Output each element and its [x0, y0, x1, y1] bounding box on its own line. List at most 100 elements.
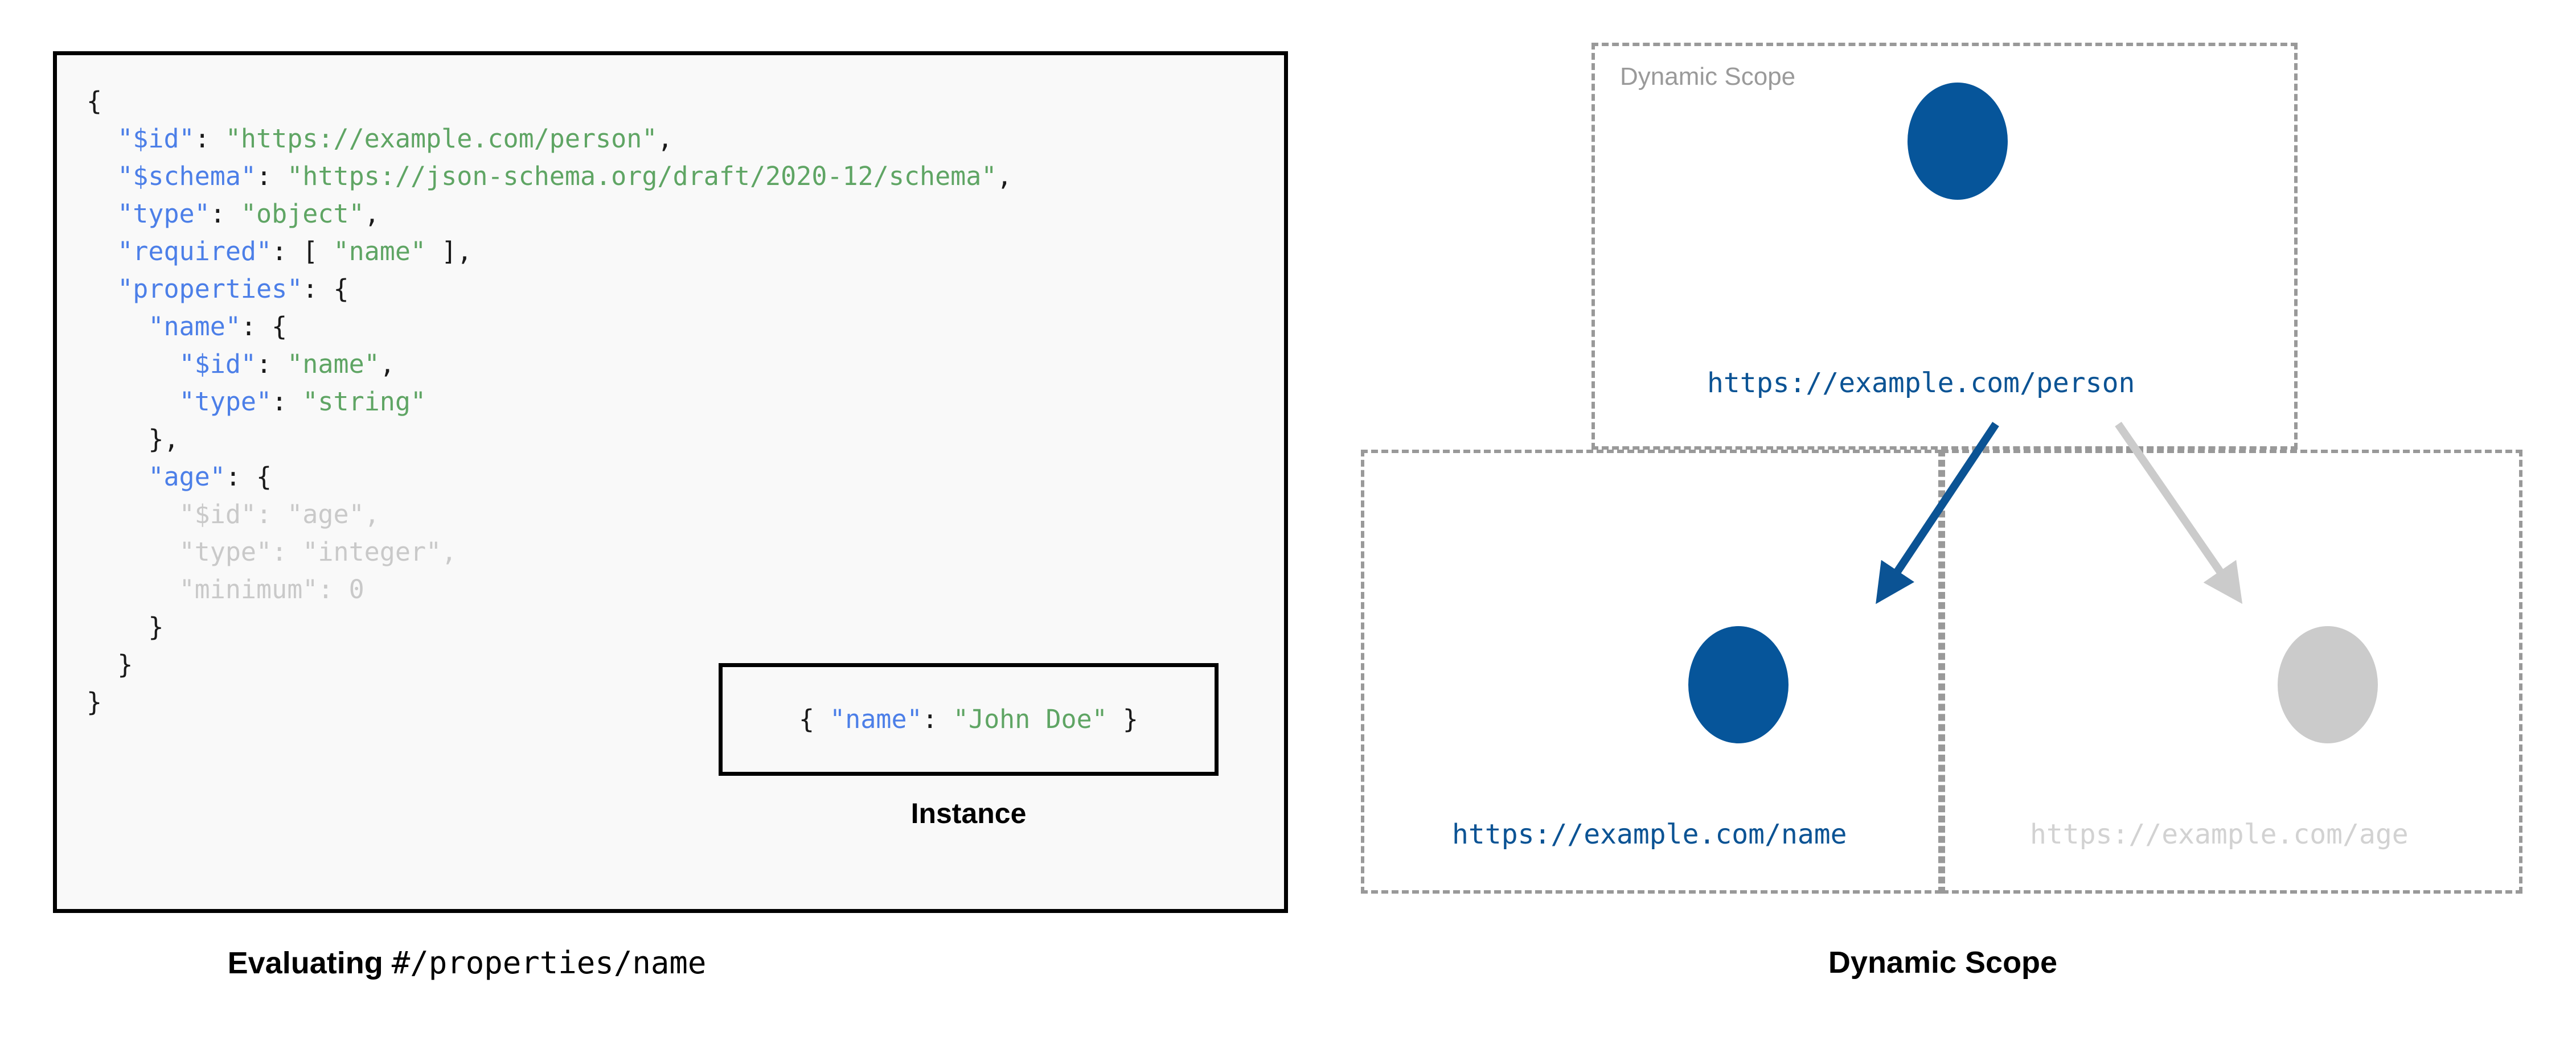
code-indent: [87, 424, 148, 454]
code-token: : [: [272, 236, 334, 266]
code-token: "required": [117, 236, 272, 266]
code-token: "name": [333, 236, 426, 266]
code-token: :: [272, 537, 303, 567]
code-line: "required": [ "name" ],: [87, 236, 472, 266]
instance-code-text: { "name": "John Doe" }: [799, 704, 1138, 735]
code-token: "name": [148, 311, 241, 342]
code-token: : {: [225, 462, 272, 492]
code-line: "name": {: [87, 311, 287, 342]
scope-root-label: Dynamic Scope: [1620, 63, 1796, 91]
code-token: }: [87, 687, 102, 717]
code-token: 0: [348, 574, 364, 604]
code-line: }: [87, 687, 102, 717]
instance-box: { "name": "John Doe" }: [719, 663, 1219, 776]
code-line: "type": "string": [87, 386, 426, 417]
instance-colon: :: [922, 704, 953, 734]
code-indent: [87, 499, 179, 529]
code-token: :: [318, 574, 349, 604]
code-token: ,: [441, 537, 457, 567]
code-token: },: [148, 424, 179, 454]
code-line: "type": "object",: [87, 199, 380, 229]
left-caption-bold-text: Evaluating: [227, 946, 392, 980]
instance-close-brace: }: [1107, 704, 1139, 734]
code-indent: [87, 161, 117, 191]
schema-code-text: { "$id": "https://example.com/person", "…: [87, 83, 1012, 721]
code-line: "$id": "name",: [87, 349, 395, 379]
code-token: "string": [302, 386, 426, 417]
node-label-name: https://example.com/name: [1452, 818, 1847, 850]
code-token: "https://example.com/person": [225, 124, 658, 154]
code-line: },: [87, 424, 179, 454]
code-token: {: [87, 86, 102, 116]
node-circle-person: [1908, 83, 2008, 200]
code-indent: [87, 574, 179, 604]
code-line: "$id": "https://example.com/person",: [87, 124, 673, 154]
code-token: "https://json-schema.org/draft/2020-12/s…: [287, 161, 997, 191]
code-token: :: [256, 161, 288, 191]
code-token: }: [148, 612, 164, 642]
code-token: "age": [148, 462, 225, 492]
instance-caption: Instance: [910, 797, 1027, 829]
node-circle-name: [1688, 626, 1789, 743]
scope-box-name: [1361, 450, 1942, 894]
code-token: "integer": [302, 537, 442, 567]
code-line: }: [87, 612, 163, 642]
code-token: "age": [287, 499, 364, 529]
code-token: "type": [117, 199, 210, 229]
code-token: : {: [240, 311, 288, 342]
code-token: "name": [287, 349, 380, 379]
code-line: "$id": "age",: [87, 499, 380, 529]
code-line: "type": "integer",: [87, 537, 457, 567]
schema-code-block: { "$id": "https://example.com/person", "…: [53, 51, 1288, 913]
code-token: :: [256, 349, 288, 379]
code-token: ,: [379, 349, 395, 379]
code-token: ],: [426, 236, 473, 266]
code-token: "$id": [179, 499, 257, 529]
code-token: ,: [364, 499, 380, 529]
code-token: }: [117, 649, 133, 680]
code-token: ,: [996, 161, 1012, 191]
code-token: "$id": [179, 349, 257, 379]
code-token: ,: [364, 199, 380, 229]
code-indent: [87, 612, 148, 642]
code-token: : {: [302, 274, 349, 304]
schema-panel: { "$id": "https://example.com/person", "…: [0, 51, 1288, 981]
code-line: {: [87, 86, 102, 116]
code-token: :: [210, 199, 241, 229]
code-token: :: [256, 499, 288, 529]
code-token: "$id": [117, 124, 195, 154]
instance-key: "name": [830, 704, 922, 734]
code-token: "$schema": [117, 161, 257, 191]
node-circle-age: [2278, 626, 2378, 743]
code-token: ,: [657, 124, 673, 154]
code-indent: [87, 386, 179, 417]
code-indent: [87, 124, 117, 154]
code-token: "object": [240, 199, 364, 229]
code-token: "properties": [117, 274, 303, 304]
node-label-person: https://example.com/person: [1707, 367, 2135, 399]
left-caption-mono-text: #/properties/name: [391, 945, 707, 981]
code-token: :: [272, 386, 303, 417]
code-indent: [87, 349, 179, 379]
code-line: "age": {: [87, 462, 272, 492]
right-figure-caption: Dynamic Scope: [1828, 945, 2058, 980]
instance-value: "John Doe": [953, 704, 1107, 734]
code-line: "minimum": 0: [87, 574, 364, 604]
code-token: "type": [179, 386, 272, 417]
code-token: :: [194, 124, 225, 154]
code-token: "type": [179, 537, 272, 567]
code-token: "minimum": [179, 574, 318, 604]
instance-open-brace: {: [798, 704, 830, 734]
code-indent: [87, 199, 117, 229]
left-figure-caption: Evaluating #/properties/name: [0, 945, 934, 981]
code-indent: [87, 311, 148, 342]
code-line: "$schema": "https://json-schema.org/draf…: [87, 161, 1012, 191]
code-indent: [87, 462, 148, 492]
code-line: "properties": {: [87, 274, 349, 304]
code-indent: [87, 236, 117, 266]
dynamic-scope-panel: Dynamic Scope https://example.com/person…: [1310, 0, 2576, 1053]
code-indent: [87, 274, 117, 304]
code-indent: [87, 649, 117, 680]
code-indent: [87, 537, 179, 567]
node-label-age: https://example.com/age: [2030, 818, 2409, 850]
